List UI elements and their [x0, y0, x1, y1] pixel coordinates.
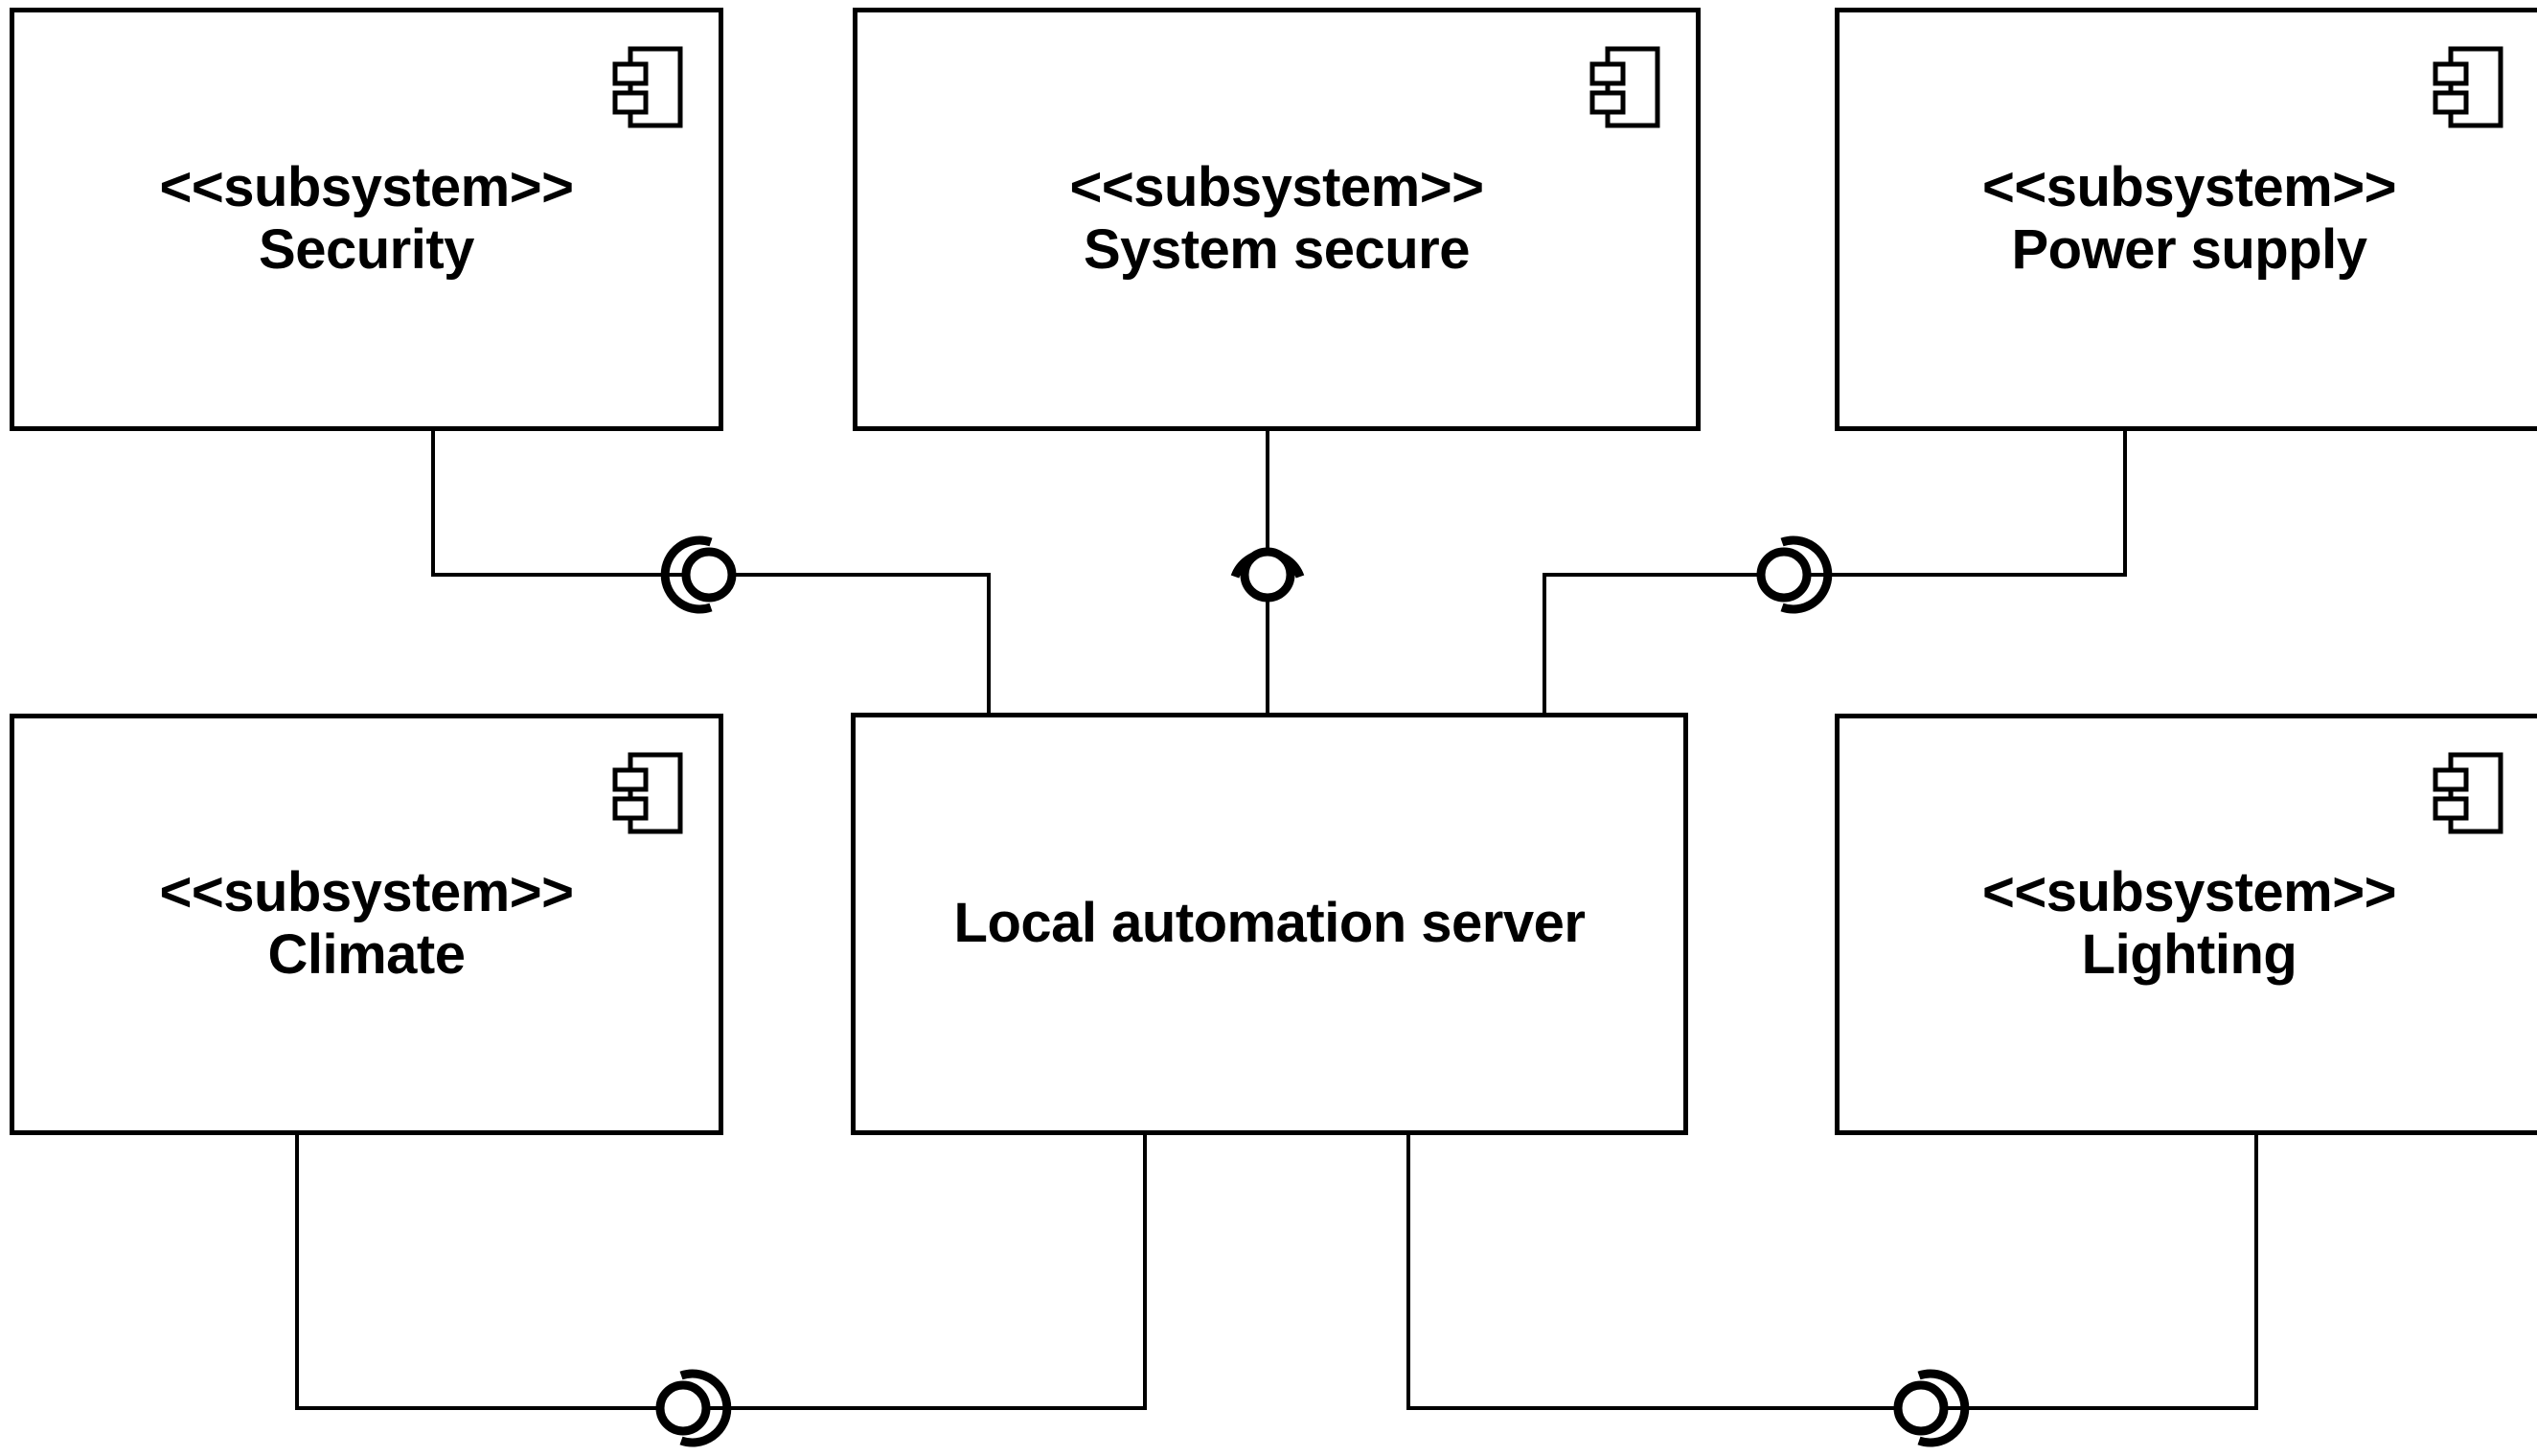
- component-power-supply[interactable]: <<subsystem>> Power supply: [1835, 8, 2537, 431]
- component-name: Security: [259, 218, 474, 281]
- uml-component-icon: [612, 46, 683, 128]
- socket-arc-system-secure: [1230, 549, 1305, 579]
- uml-component-icon: [2433, 752, 2503, 834]
- component-climate[interactable]: <<subsystem>> Climate: [10, 714, 723, 1135]
- component-stereotype: <<subsystem>>: [159, 156, 574, 219]
- socket-arc-climate: [679, 1369, 732, 1447]
- component-name: Power supply: [2011, 218, 2367, 281]
- component-name: Local automation server: [953, 892, 1586, 955]
- connector-climate-to-server[interactable]: [295, 1135, 1147, 1410]
- component-stereotype: <<subsystem>>: [1981, 861, 2397, 924]
- component-security[interactable]: <<subsystem>> Security: [10, 8, 723, 431]
- uml-component-icon: [1589, 46, 1660, 128]
- socket-arc-security: [660, 535, 713, 614]
- ball-interface-lighting: [1893, 1380, 1949, 1436]
- connector-server-to-lighting[interactable]: [1406, 1135, 2258, 1410]
- component-name: System secure: [1084, 218, 1470, 281]
- uml-component-icon: [612, 752, 683, 834]
- ball-interface-power-supply: [1756, 547, 1812, 603]
- connector-security-to-server[interactable]: [431, 431, 991, 713]
- component-lighting[interactable]: <<subsystem>> Lighting: [1835, 714, 2537, 1135]
- ball-interface-system-secure: [1240, 547, 1295, 603]
- component-stereotype: <<subsystem>>: [159, 861, 574, 924]
- component-local-automation-server[interactable]: Local automation server: [851, 713, 1688, 1135]
- component-stereotype: <<subsystem>>: [1069, 156, 1484, 219]
- uml-component-icon: [2433, 46, 2503, 128]
- connector-power-supply-to-server[interactable]: [1543, 431, 2127, 713]
- ball-interface-security: [681, 547, 737, 603]
- component-stereotype: <<subsystem>>: [1981, 156, 2397, 219]
- component-system-secure[interactable]: <<subsystem>> System secure: [853, 8, 1701, 431]
- ball-interface-climate: [655, 1380, 711, 1436]
- socket-arc-power-supply: [1780, 535, 1833, 614]
- component-name: Lighting: [2081, 923, 2297, 986]
- socket-arc-lighting: [1917, 1369, 1970, 1447]
- component-name: Climate: [267, 923, 466, 986]
